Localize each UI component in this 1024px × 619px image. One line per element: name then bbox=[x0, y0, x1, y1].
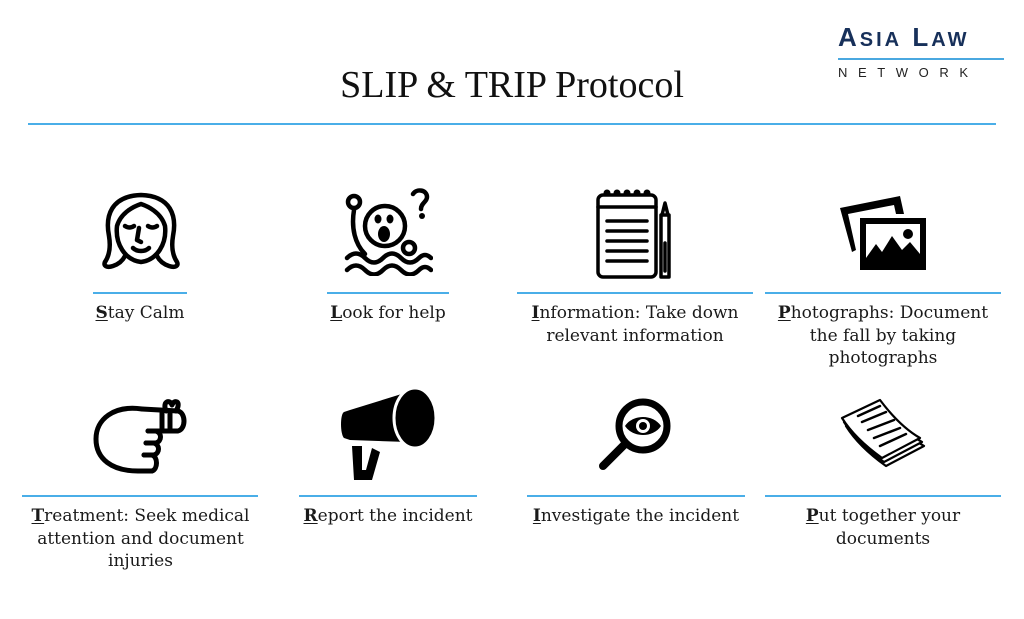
step-divider bbox=[765, 292, 1001, 294]
page-title: SLIP & TRIP Protocol bbox=[340, 64, 684, 106]
drowning-person-icon bbox=[344, 188, 433, 276]
step-divider bbox=[765, 495, 1001, 497]
step-label: Stay Calm bbox=[95, 303, 185, 323]
bandaged-finger-icon bbox=[93, 399, 187, 474]
step-divider bbox=[327, 292, 449, 294]
step-divider bbox=[93, 292, 187, 294]
step-label: Investigate the incident bbox=[532, 506, 740, 526]
step-label: Photographs: Document the fall by taking… bbox=[777, 303, 989, 368]
step-divider bbox=[517, 292, 753, 294]
step-label: Put together your documents bbox=[805, 506, 961, 549]
asia-law-network-logo: ASIA LAW NETWORK bbox=[838, 22, 1006, 80]
magnifier-eye-icon bbox=[599, 398, 671, 470]
megaphone-icon bbox=[341, 386, 438, 480]
logo-wordmark: ASIA LAW bbox=[838, 22, 970, 52]
step-divider bbox=[527, 495, 745, 497]
step-label: Look for help bbox=[330, 303, 446, 323]
calm-face-icon bbox=[102, 192, 180, 270]
notepad-pen-icon bbox=[596, 189, 671, 279]
photographs-icon bbox=[840, 196, 926, 270]
title-divider bbox=[28, 123, 996, 125]
step-label: Treatment: Seek medical attention and do… bbox=[31, 506, 250, 571]
logo-divider bbox=[838, 58, 1004, 60]
step-divider bbox=[22, 495, 258, 497]
step-label: Information: Take down relevant informat… bbox=[531, 303, 739, 346]
step-divider bbox=[299, 495, 477, 497]
step-label: Report the incident bbox=[303, 506, 473, 526]
document-stack-icon bbox=[840, 398, 926, 468]
logo-subtitle: NETWORK bbox=[838, 65, 979, 80]
